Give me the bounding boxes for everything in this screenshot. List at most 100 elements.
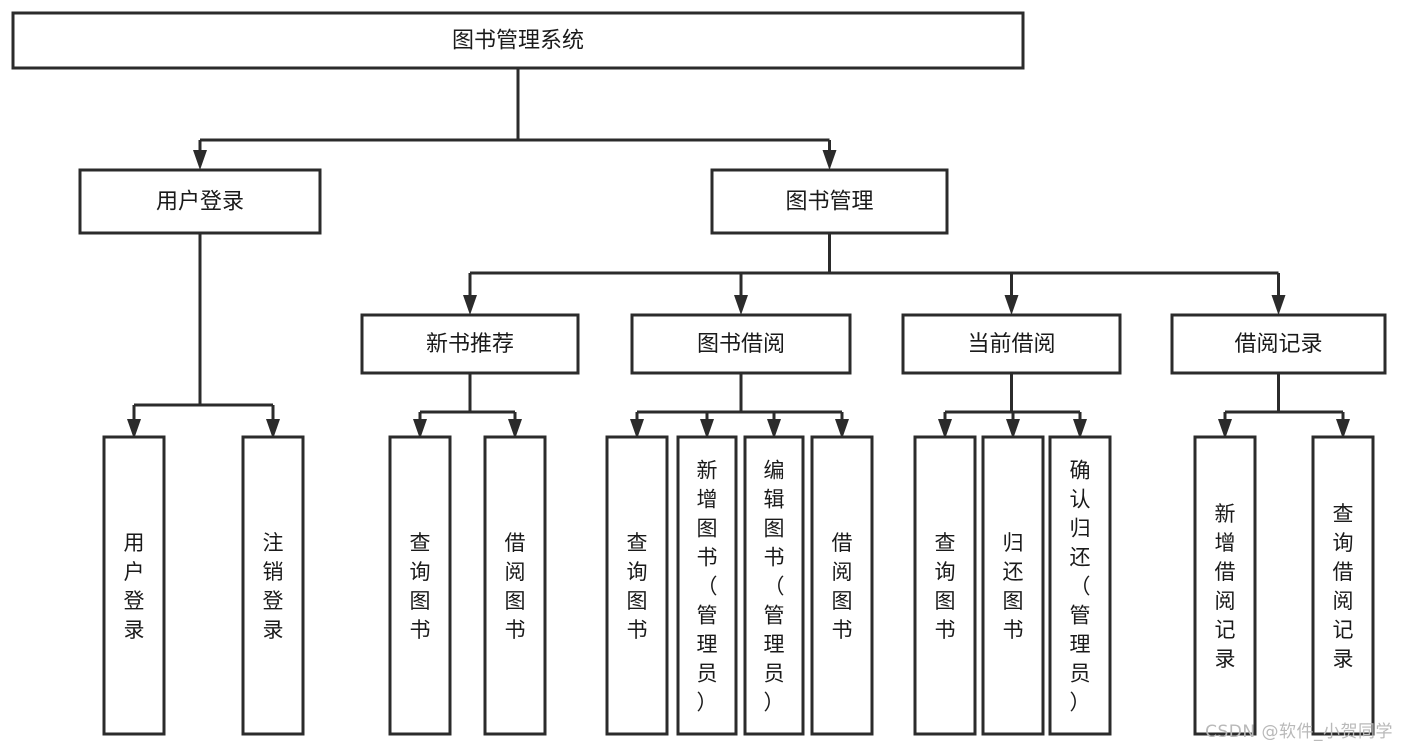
node-label-char: 增: [1215, 531, 1236, 555]
node-label-char: （: [764, 575, 785, 599]
node-label-char: 登: [124, 589, 145, 613]
node-label-char: 借: [1215, 560, 1236, 584]
node-label-char: 查: [1333, 502, 1354, 526]
node-label-char: 理: [697, 633, 718, 657]
node-label-char: 询: [627, 560, 648, 584]
arrow-head-icon: [1218, 419, 1232, 439]
arrow-head-icon: [463, 295, 477, 315]
arrow-head-icon: [193, 150, 207, 170]
node-label-char: 录: [124, 618, 145, 642]
node-level2-图书管理[interactable]: 图书管理: [710, 168, 949, 235]
node-label-char: 图: [627, 589, 648, 613]
node-label-char: 阅: [1215, 589, 1236, 613]
node-label-char: 户: [124, 560, 145, 584]
node-label-char: 书: [410, 618, 431, 642]
nodes-layer: 图书管理系统用户登录图书管理新书推荐图书借阅当前借阅借阅记录用户登录注销登录查询…: [11, 11, 1387, 736]
node-label-char: 还: [1003, 560, 1024, 584]
node-label-char: 增: [697, 488, 718, 512]
node-level3-当前借阅[interactable]: 当前借阅: [901, 313, 1122, 375]
node-box: [1048, 435, 1112, 736]
node-label-char: 查: [935, 531, 956, 555]
node-level3-图书借阅[interactable]: 图书借阅: [630, 313, 852, 375]
node-label: 图书管理: [785, 190, 873, 215]
node-label-char: 阅: [505, 560, 526, 584]
arrow-head-icon: [266, 419, 280, 439]
node-label-char: 查: [410, 531, 431, 555]
node-box: [605, 435, 669, 736]
node-box: [78, 168, 322, 235]
node-label: 借阅记录: [1234, 332, 1322, 357]
node-label-char: 图: [832, 589, 853, 613]
connectors-layer: [127, 68, 1350, 439]
node-label-char: 阅: [1333, 589, 1354, 613]
arrow-head-icon: [1336, 419, 1350, 439]
node-leaf-用户登录[interactable]: 用户登录: [102, 435, 166, 736]
arrow-head-icon: [1004, 295, 1019, 315]
node-label: 图书借阅: [697, 332, 785, 357]
node-label-char: 图: [764, 517, 785, 541]
node-label-char: 注: [263, 531, 284, 555]
arrow-head-icon: [630, 419, 644, 439]
node-label-char: 员: [697, 662, 718, 686]
node-level2-用户登录[interactable]: 用户登录: [78, 168, 322, 235]
node-box: [1170, 313, 1387, 375]
node-label-char: 理: [764, 633, 785, 657]
arrow-head-icon: [835, 419, 849, 439]
node-root-图书管理系统[interactable]: 图书管理系统: [11, 11, 1025, 70]
node-label-char: 新: [1215, 502, 1236, 526]
node-label-char: ）: [764, 691, 785, 715]
node-level3-借阅记录[interactable]: 借阅记录: [1170, 313, 1387, 375]
arrow-head-icon: [734, 295, 748, 315]
node-label-char: 管: [697, 604, 718, 628]
node-box: [901, 313, 1122, 375]
node-label-char: 借: [832, 531, 853, 555]
node-label-char: 管: [1070, 604, 1091, 628]
node-box: [102, 435, 166, 736]
node-label-char: 还: [1070, 546, 1091, 570]
csdn-watermark: CSDN @软件_小贺同学: [1205, 722, 1393, 742]
node-label-char: 理: [1070, 633, 1091, 657]
arrow-head-icon: [767, 419, 781, 439]
node-label-char: ）: [1070, 691, 1091, 715]
node-label-char: 图: [697, 517, 718, 541]
arrow-head-icon: [413, 419, 427, 439]
node-box: [1311, 435, 1375, 736]
node-box: [11, 11, 1025, 70]
node-box: [388, 435, 452, 736]
node-label-char: 图: [410, 589, 431, 613]
arrow-head-icon: [1006, 419, 1020, 439]
node-box: [360, 313, 580, 375]
arrow-head-icon: [1073, 419, 1087, 439]
node-label-char: 图: [935, 589, 956, 613]
node-label-char: 员: [1070, 662, 1091, 686]
node-box: [1193, 435, 1257, 736]
node-label-char: 录: [1333, 647, 1354, 671]
node-label: 图书管理系统: [452, 29, 584, 54]
node-level3-新书推荐[interactable]: 新书推荐: [360, 313, 580, 375]
node-label-char: 阅: [832, 560, 853, 584]
node-label-char: 录: [263, 618, 284, 642]
node-label-char: 员: [764, 662, 785, 686]
arrow-head-icon: [938, 419, 952, 439]
arrow-head-icon: [1271, 295, 1286, 315]
node-label-char: 新: [697, 459, 718, 483]
node-label-char: 图: [1003, 589, 1024, 613]
node-label-char: 记: [1333, 618, 1354, 642]
node-label-char: 归: [1003, 531, 1024, 555]
node-box: [241, 435, 305, 736]
node-box: [710, 168, 949, 235]
node-label-char: ）: [697, 691, 718, 715]
